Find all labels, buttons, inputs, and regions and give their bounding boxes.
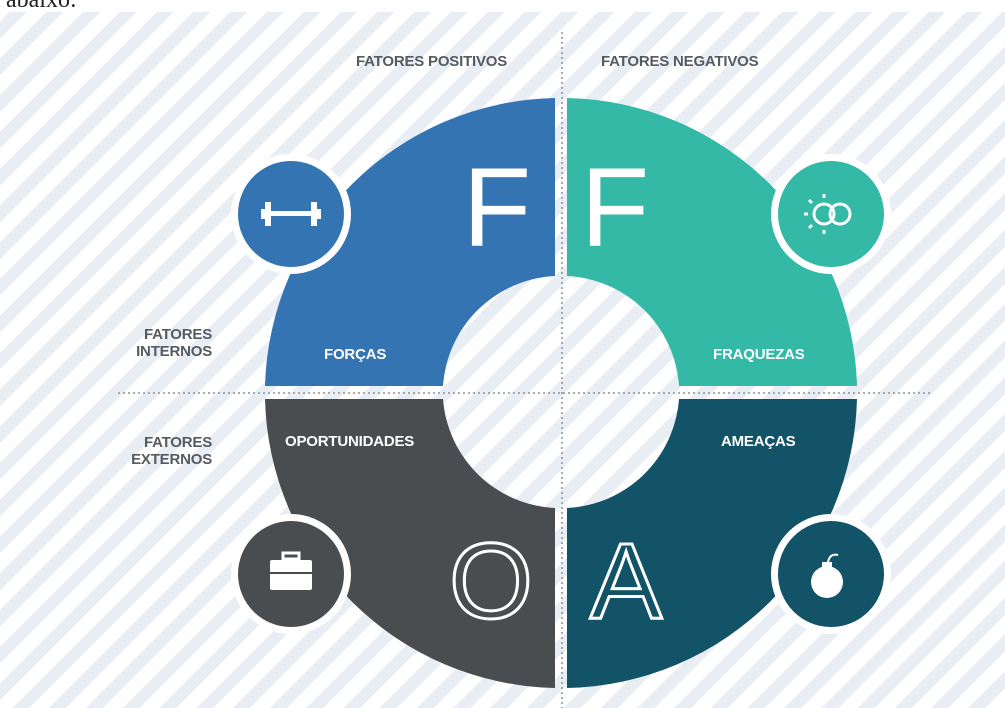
weaknesses-label: FRAQUEZAS bbox=[713, 346, 805, 363]
bomb-icon bbox=[811, 553, 843, 598]
strengths-letter: F bbox=[463, 145, 531, 270]
weaknesses-quadrant bbox=[567, 98, 857, 386]
briefcase-icon bbox=[270, 551, 312, 590]
opportunities-quadrant bbox=[265, 399, 555, 688]
opportunities-icon-badge bbox=[231, 514, 351, 634]
dumbbell-icon bbox=[261, 202, 321, 226]
row-label-external: FATORES EXTERNOS bbox=[92, 434, 212, 468]
strengths-quadrant bbox=[265, 98, 555, 386]
header-negative-factors: FATORES NEGATIVOS bbox=[601, 53, 759, 70]
row-label-internal-line2: INTERNOS bbox=[136, 343, 212, 360]
strengths-label: FORÇAS bbox=[324, 346, 387, 363]
threats-icon-badge bbox=[771, 514, 891, 634]
row-label-external-line2: EXTERNOS bbox=[131, 451, 212, 468]
strengths-icon-badge bbox=[231, 154, 351, 274]
threats-label: AMEAÇAS bbox=[721, 433, 796, 450]
cropped-header-text: abaixo: bbox=[0, 0, 1005, 12]
row-label-external-line1: FATORES bbox=[143, 434, 212, 451]
threats-letter: A bbox=[590, 520, 662, 641]
opportunities-label: OPORTUNIDADES bbox=[285, 433, 415, 450]
threats-quadrant bbox=[567, 399, 857, 688]
rings-icon bbox=[804, 194, 852, 234]
weaknesses-icon-badge bbox=[771, 154, 891, 274]
weaknesses-letter: F bbox=[581, 145, 649, 270]
opportunities-letter: O bbox=[449, 520, 533, 641]
row-label-internal: FATORES INTERNOS bbox=[92, 326, 212, 360]
row-label-internal-line1: FATORES bbox=[143, 326, 212, 343]
header-positive-factors: FATORES POSITIVOS bbox=[356, 53, 508, 70]
